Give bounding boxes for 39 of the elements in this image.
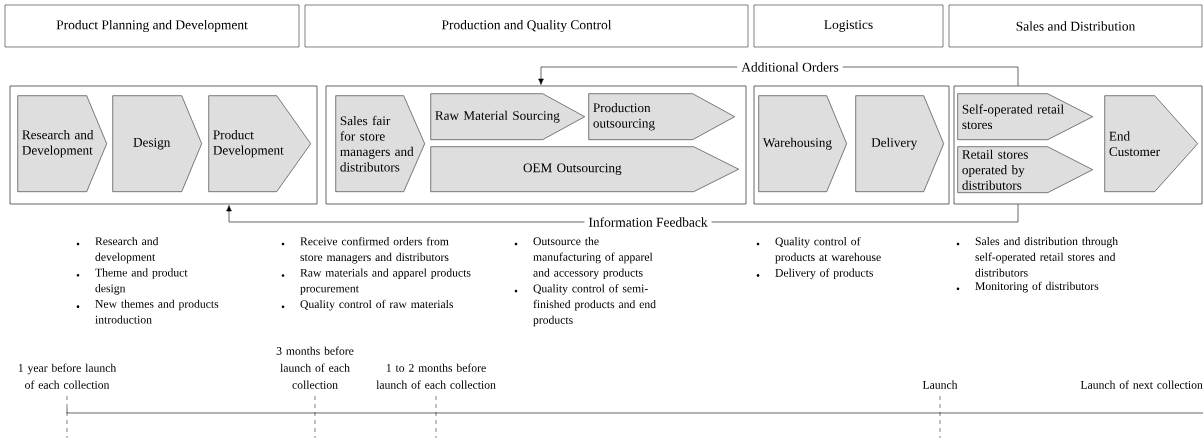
bullet-item: Quality control of semi-finished products and end products — [533, 284, 656, 327]
timeline-label: Launch of next collection — [1080, 380, 1203, 389]
chevron-step: Product Development — [208, 95, 311, 192]
chevron-step: Raw Material Sourcing — [430, 93, 585, 140]
bullet-item: Receive confirmed orders from store managers and distributors — [300, 237, 449, 264]
bullet-item: Sales and distribution through self-operated retail stores and distributors — [975, 237, 1118, 277]
bullet-item: Quality control of products at warehouse — [775, 237, 881, 264]
bullet-item: Monitoring of distributors — [975, 281, 1099, 293]
bullet-item: Quality control of raw materials — [300, 299, 454, 311]
chevron-step: Self-operated retail stores — [957, 93, 1093, 140]
group-frame — [953, 85, 1203, 205]
chevron-step: Delivery — [855, 95, 944, 192]
chevron-step: Retail stores operated by distributors — [957, 146, 1093, 193]
group-frame — [325, 85, 747, 205]
bullet-item: Theme and product design — [95, 268, 188, 295]
bullet-item: Research and development — [95, 237, 159, 264]
bullet-item: Delivery of products — [775, 268, 873, 280]
timeline-label: 1 to 2 months before launch of each collection — [376, 363, 496, 389]
timeline-label: 3 months before launch of each collection — [276, 346, 354, 389]
bullet-item: Outsource the manufacturing of apparel and accessory products — [533, 237, 653, 280]
bullet-item: Raw materials and apparel products procurement — [300, 268, 471, 295]
group-frame — [753, 85, 950, 205]
timeline-label: Launch — [922, 380, 958, 389]
group-frame — [9, 85, 318, 205]
chevron-step: Design — [112, 95, 202, 192]
chevron-step: Warehousing — [758, 95, 847, 192]
chevron-step: Research and Development — [17, 95, 107, 192]
chevron-step: OEM Outsourcing — [430, 146, 739, 192]
timeline-label: 1 year before launch of each collection — [18, 363, 117, 389]
stage-header: Logistics — [753, 4, 944, 48]
bullet-item: New themes and products introduction — [95, 299, 219, 324]
chevron-step: End Customer — [1104, 95, 1198, 192]
stage-header: Production and Quality Control — [304, 4, 749, 48]
edge-label: Information Feedback — [584, 213, 712, 231]
chevron-step: Production outsourcing — [588, 93, 735, 140]
stage-header: Sales and Distribution — [948, 4, 1203, 48]
edge-label: Additional Orders — [737, 58, 843, 76]
stage-header: Product Planning and Development — [4, 4, 300, 48]
chevron-step: Sales fair for store managers and distributors — [335, 95, 425, 192]
